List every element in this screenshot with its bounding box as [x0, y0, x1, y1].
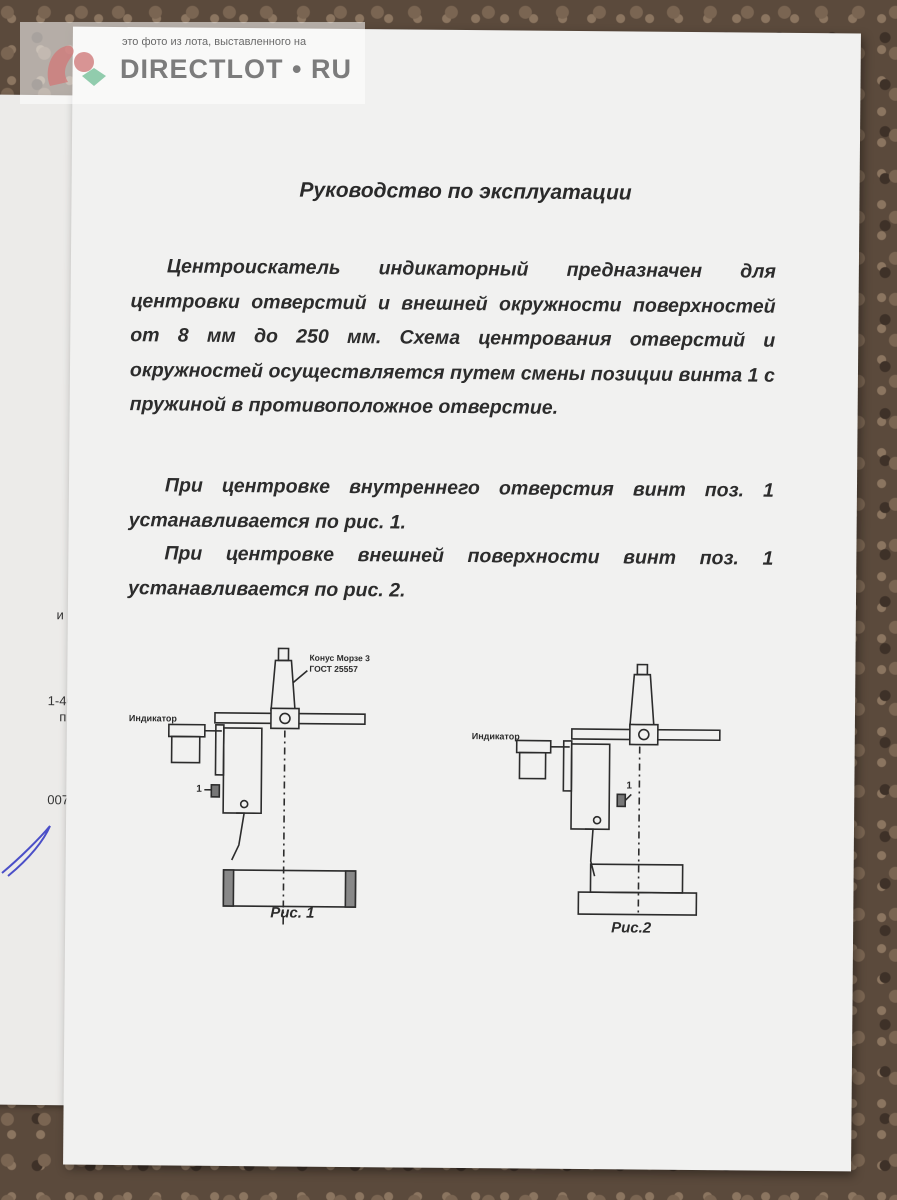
page-title: Руководство по эксплуатации [299, 178, 632, 205]
cone-label-line2: ГОСТ 25557 [309, 664, 358, 674]
paragraph-description: Центроискатель индикаторный предназначен… [129, 255, 776, 419]
callout-number: 1 [626, 780, 632, 791]
paragraph-inner-hole: При центровке внутреннего отверстия винт… [128, 474, 775, 534]
figure-1-diagram: Конус Морзе 3 ГОСТ 25557 Индикатор 1 [129, 647, 370, 926]
watermark-caption: это фото из лота, выставленного на [122, 36, 307, 48]
squirrel-logo-icon [47, 45, 106, 86]
callout-number: 1 [196, 784, 202, 795]
paragraph-outer-surface: При центровке внешней поверхности винт п… [127, 542, 774, 602]
watermark-brand: DIRECTLOT • RU [120, 54, 352, 84]
indicator-label: Индикатор [129, 713, 178, 723]
cone-label-line1: Конус Морзе 3 [309, 653, 370, 664]
figure-2-caption: Рис.2 [611, 919, 652, 937]
figure-2-diagram: Индикатор 1 [472, 663, 721, 916]
manual-sheet: Руководство по эксплуатации Центроискате… [63, 26, 861, 1172]
watermark: это фото из лота, выставленного на DIREC… [20, 22, 365, 104]
indicator-label: Индикатор [472, 731, 521, 741]
figure-1-caption: Рис. 1 [270, 904, 315, 922]
pen-signature [1, 825, 51, 877]
